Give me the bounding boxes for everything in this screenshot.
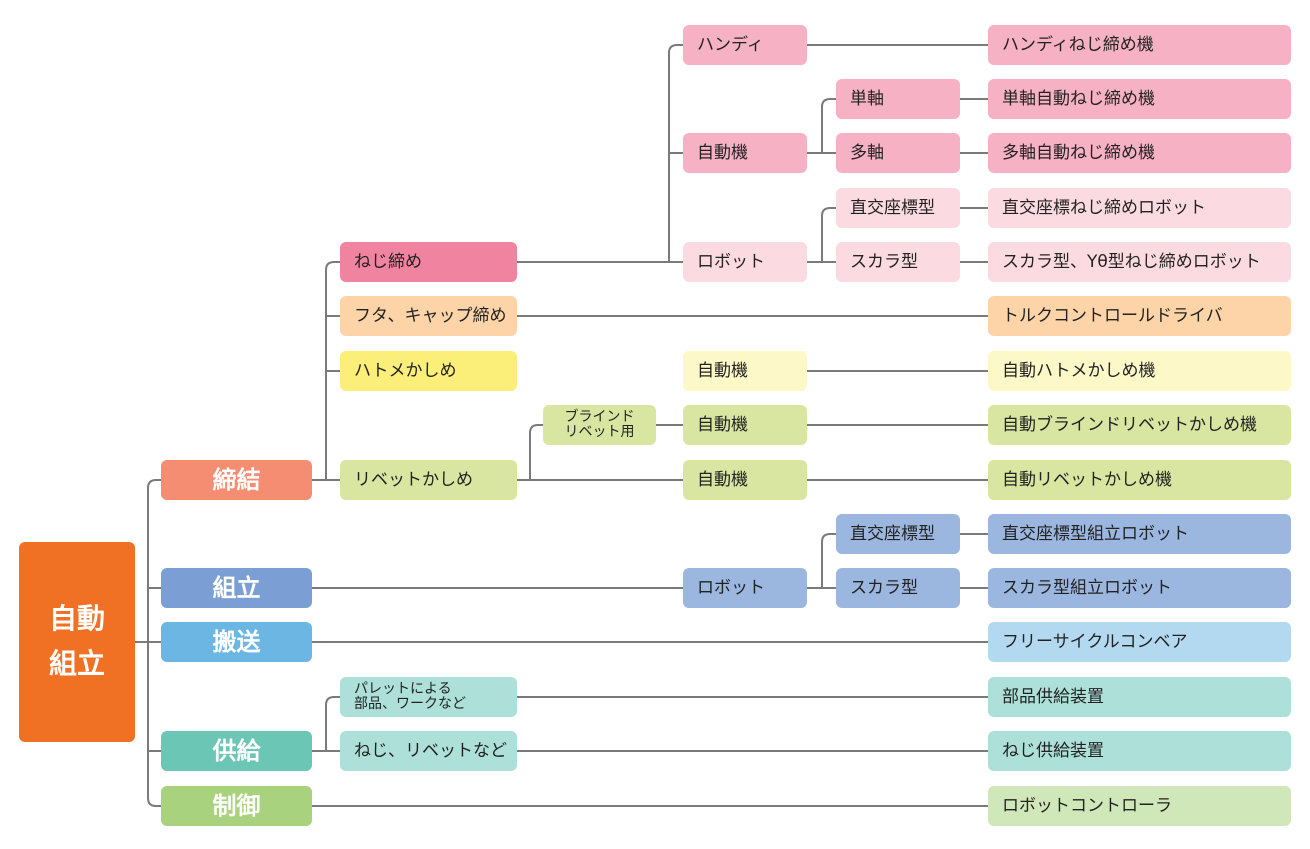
type-jidouki-rivet: 自動機 [683,460,807,500]
sub-scara-kumi: スカラ型 [836,568,960,608]
method-neji-rivet: ねじ、リベットなど [340,731,517,771]
product-parts-feed: 部品供給装置 [988,677,1291,717]
type-handy: ハンディ [683,25,807,65]
product-chokkou-neji: 直交座標ねじ締めロボット [988,188,1291,228]
category-teiketsu: 締結 [161,460,312,500]
root-label-line1: 自動 [48,602,105,636]
category-kumitate: 組立 [161,568,312,608]
sub-scara-neji: スカラ型 [836,242,960,282]
connector-line [325,696,340,706]
product-handy: ハンディねじ締め機 [988,25,1291,65]
product-chokkou-kumi: 直交座標型組立ロボット [988,514,1291,554]
category-kyoukyuu: 供給 [161,731,312,771]
method-pallet: パレットによる 部品、ワークなど [340,677,517,717]
connector-line [147,797,161,807]
method-rivet: リベットかしめ [340,460,517,500]
product-conveyor: フリーサイクルコンベア [988,622,1291,662]
method-futa: フタ、キャップ締め [340,296,517,336]
method-nejishime: ねじ締め [340,242,517,282]
method-hatome: ハトメかしめ [340,351,517,391]
product-controller: ロボットコントローラ [988,786,1291,826]
sub-chokkou-neji: 直交座標型 [836,188,960,228]
connector-line [821,207,836,217]
product-hatome: 自動ハトメかしめ機 [988,351,1291,391]
connector-line [325,261,340,271]
type-robot-kumitate: ロボット [683,568,807,608]
connector-line [821,98,836,108]
root-node: 自動 組立 [19,542,135,742]
product-blind: 自動ブラインドリベットかしめ機 [988,405,1291,445]
connector-line [668,44,683,54]
type-jidouki-hatome: 自動機 [683,351,807,391]
sub-tajiku: 多軸 [836,133,960,173]
type-blind-rivet: ブラインド リベット用 [543,405,656,445]
category-seigyo: 制御 [161,786,312,826]
product-scara-neji: スカラ型、Yθ型ねじ締めロボット [988,242,1291,282]
sub-tanjiku: 単軸 [836,79,960,119]
product-torque: トルクコントロールドライバ [988,296,1291,336]
type-jidouki-neji: 自動機 [683,133,807,173]
product-tanjiku: 単軸自動ねじ締め機 [988,79,1291,119]
sub-chokkou-kumi: 直交座標型 [836,514,960,554]
connector-line [529,424,543,434]
product-scara-kumi: スカラ型組立ロボット [988,568,1291,608]
type-jidouki-blind: 自動機 [683,405,807,445]
type-robot-neji: ロボット [683,242,807,282]
product-tajiku: 多軸自動ねじ締め機 [988,133,1291,173]
connector-line [147,479,161,489]
product-rivet: 自動リベットかしめ機 [988,460,1291,500]
root-label-line2: 組立 [48,647,105,680]
product-neji-feed: ねじ供給装置 [988,731,1291,771]
category-hansou: 搬送 [161,622,312,662]
connector-line [821,533,836,543]
